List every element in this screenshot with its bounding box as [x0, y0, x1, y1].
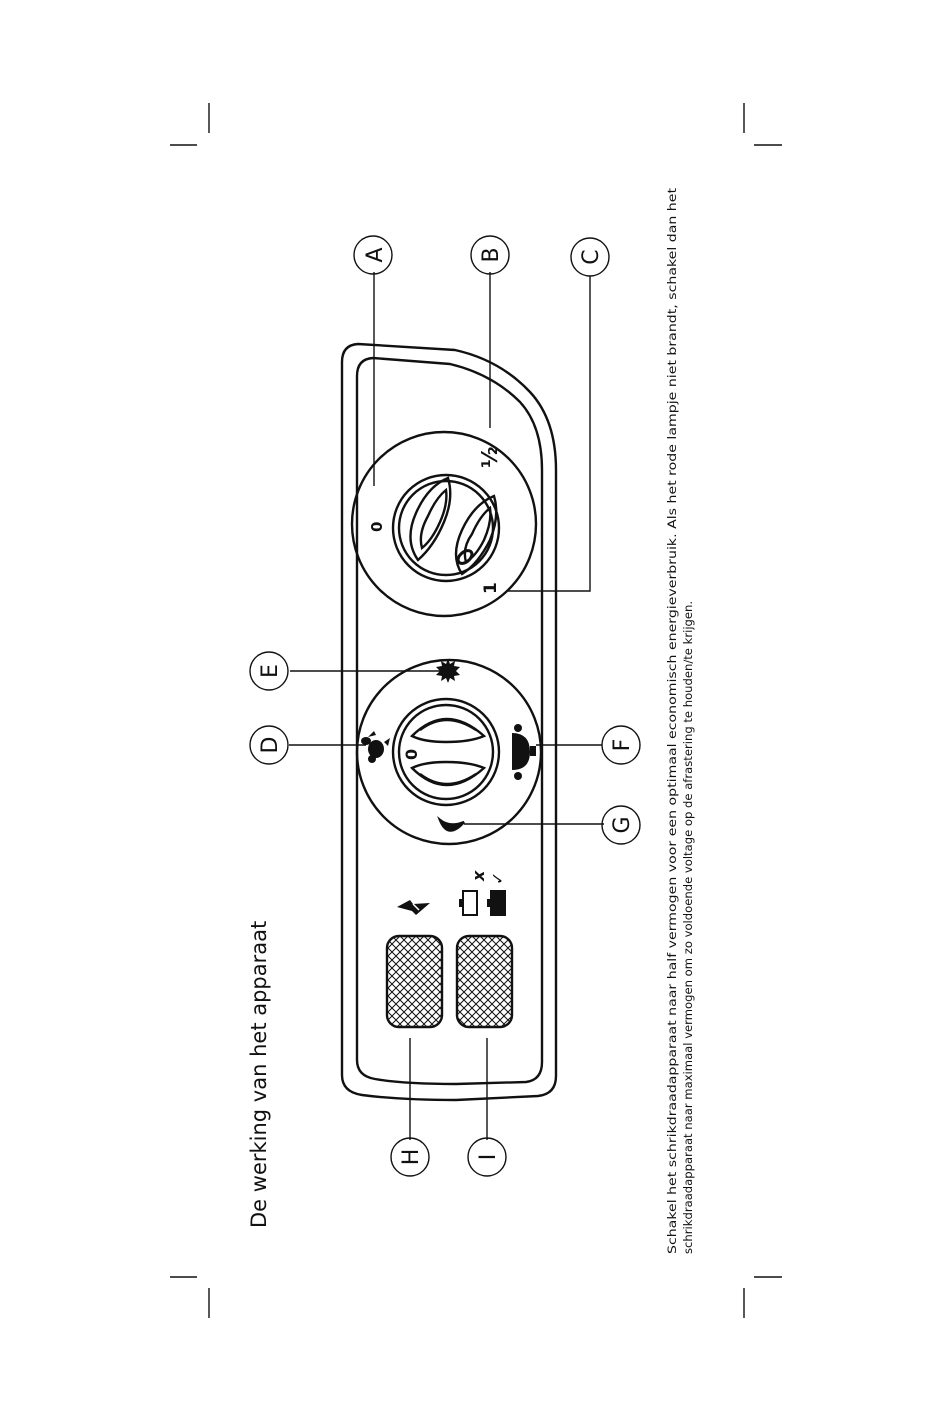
svg-text:E: E	[258, 664, 283, 678]
lightning-indicator-lamp	[385, 934, 444, 1029]
svg-text:H: H	[399, 1149, 424, 1166]
mode-dial[interactable]: 0	[355, 658, 543, 846]
description-line-2: schrikdraadapparaat naar maximaal vermog…	[681, 601, 695, 1254]
power-mark-half: ½	[478, 446, 502, 468]
description-line-1: Schakel het schrikdraadapparaat naar hal…	[665, 187, 679, 1254]
callout-f: F	[601, 725, 641, 765]
rabbit-icon	[361, 731, 390, 763]
mode-dial-knob[interactable]	[409, 717, 487, 787]
svg-text:C: C	[579, 249, 604, 264]
battery-ok-mark: ✓	[488, 872, 507, 885]
tortoise-icon	[512, 724, 536, 780]
crop-marks	[170, 103, 782, 1318]
svg-text:A: A	[363, 247, 388, 262]
power-dial-knob[interactable]	[409, 476, 498, 576]
battery-low-mark: x	[469, 870, 488, 882]
battery-indicator-lamp	[455, 934, 514, 1029]
svg-text:G: G	[610, 816, 635, 833]
lightning-bolt-icon	[397, 900, 430, 915]
callout-g: G	[601, 805, 641, 845]
callout-i: I	[467, 1137, 507, 1177]
battery-low-icon	[459, 890, 478, 916]
callout-d: D	[249, 725, 289, 765]
callout-e: E	[249, 651, 289, 691]
callout-a: A	[353, 235, 393, 275]
control-panel	[340, 342, 558, 1102]
callout-h: H	[390, 1137, 430, 1177]
callout-b: B	[470, 235, 510, 275]
power-mark-zero: 0	[368, 522, 386, 532]
moon-icon	[437, 816, 465, 832]
callout-c: C	[570, 237, 610, 277]
sun-icon	[436, 659, 460, 683]
svg-text:B: B	[479, 247, 504, 262]
svg-text:F: F	[610, 739, 635, 752]
power-dial[interactable]: 0 ½ 1	[350, 430, 538, 618]
mode-mark-zero: 0	[402, 749, 421, 760]
battery-ok-icon	[487, 890, 506, 916]
leader-lines	[289, 272, 604, 1140]
page-title: De werking van het apparaat	[247, 921, 271, 1228]
power-mark-one: 1	[481, 582, 501, 594]
svg-text:D: D	[258, 737, 283, 754]
svg-text:I: I	[476, 1154, 501, 1161]
